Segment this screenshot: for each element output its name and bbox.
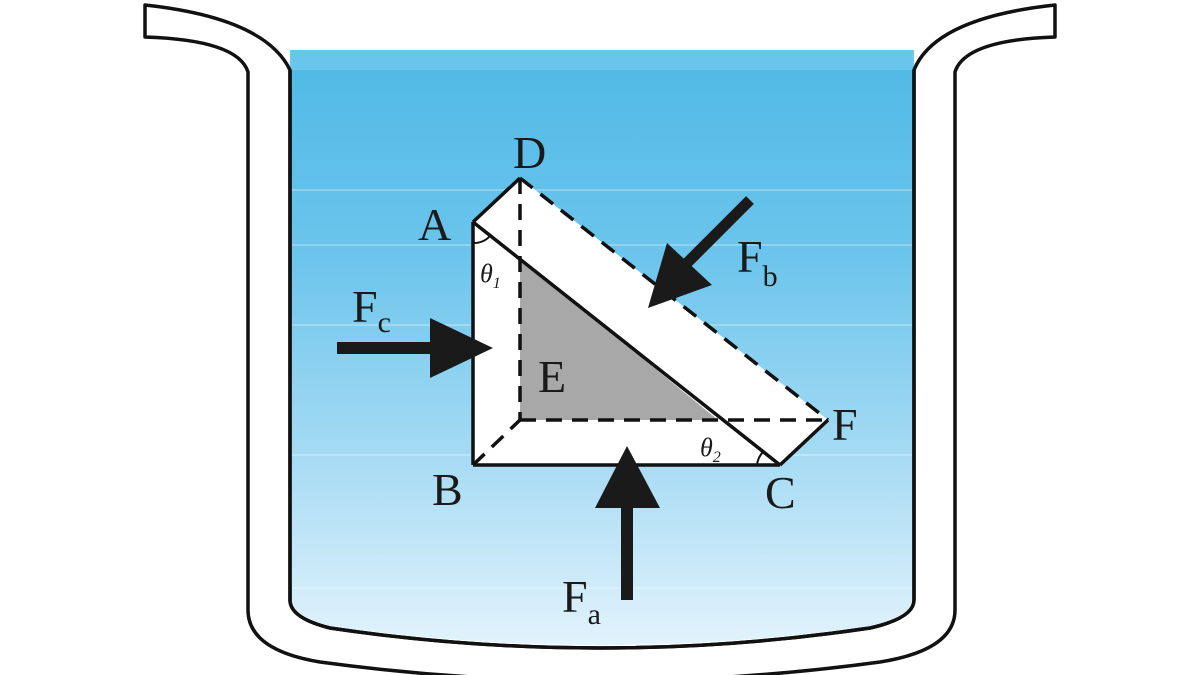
- force-label-Fa: Fa: [562, 571, 601, 631]
- force-arrow-Fb: [648, 196, 754, 308]
- triangular-prism: [471, 176, 830, 467]
- prism-slanted-face: [473, 178, 828, 465]
- force-arrow-Fa: [595, 446, 660, 600]
- vertex-label-A: A: [418, 199, 451, 250]
- force-label-Fb: Fb: [737, 231, 778, 293]
- angle-label-theta2: θ2: [700, 433, 721, 466]
- theta1-arc: [472, 235, 491, 244]
- angle-label-theta1: θ1: [480, 259, 501, 292]
- force-arrow-Fc: [337, 318, 493, 378]
- vertex-label-B: B: [432, 464, 463, 515]
- section-label-E: E: [538, 351, 566, 402]
- vertex-label-D: D: [513, 127, 546, 178]
- vertex-label-C: C: [765, 467, 796, 518]
- vertex-label-F: F: [832, 399, 858, 450]
- force-label-Fc: Fc: [352, 281, 391, 339]
- theta2-arc: [756, 451, 764, 466]
